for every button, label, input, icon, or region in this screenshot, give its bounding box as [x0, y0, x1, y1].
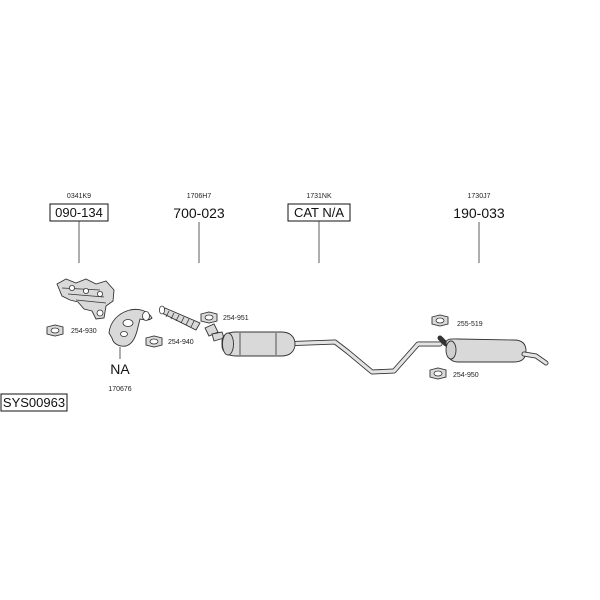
clamp-254-930: 254-930 [46, 324, 97, 337]
flex-pipe-part [158, 305, 201, 331]
system-code-box [0, 393, 68, 412]
callout-ref-flex-pipe: 1706H7 [187, 193, 212, 200]
connector-part [204, 323, 225, 342]
callout-ref-manifold: 0341K9 [67, 193, 91, 200]
callout-catalyst: 1731NK CAT N/A [287, 193, 351, 263]
exhaust-manifold-part [56, 278, 115, 320]
callout-number-flex-pipe: 700-023 [173, 205, 225, 221]
downpipe-part-na: NA 170676 [108, 308, 153, 393]
callout-number-catalyst: CAT N/A [294, 205, 344, 220]
clamp-label-254-950: 254-950 [453, 372, 479, 379]
callout-number-manifold: 090-134 [55, 205, 103, 220]
callout-flex-pipe: 1706H7 700-023 [173, 193, 225, 263]
clamp-254-940: 254-940 [145, 335, 194, 348]
catalyst-pipe-assembly [221, 331, 443, 375]
system-code-text: SYS00963 [3, 395, 65, 410]
clamp-254-950: 254-950 [429, 367, 479, 380]
callout-ref-catalyst: 1731NK [306, 193, 332, 200]
clamp-label-255-519: 255-519 [457, 321, 483, 328]
system-code: SYS00963 [0, 393, 68, 412]
clamp-label-254-930: 254-930 [71, 328, 97, 335]
callout-manifold: 0341K9 090-134 [49, 193, 109, 263]
clamp-255-519: 255-519 [431, 314, 483, 328]
clamp-254-951: 254-951 [200, 311, 249, 324]
clamp-label-254-940: 254-940 [168, 339, 194, 346]
na-ref: 170676 [108, 386, 131, 393]
rear-silencer-part [437, 335, 549, 366]
na-label: NA [110, 361, 130, 377]
clamp-label-254-951: 254-951 [223, 315, 249, 322]
callout-ref-rear-silencer: 1730J7 [468, 193, 491, 200]
callout-rear-silencer: 1730J7 190-033 [453, 193, 505, 263]
callout-number-rear-silencer: 190-033 [453, 205, 505, 221]
